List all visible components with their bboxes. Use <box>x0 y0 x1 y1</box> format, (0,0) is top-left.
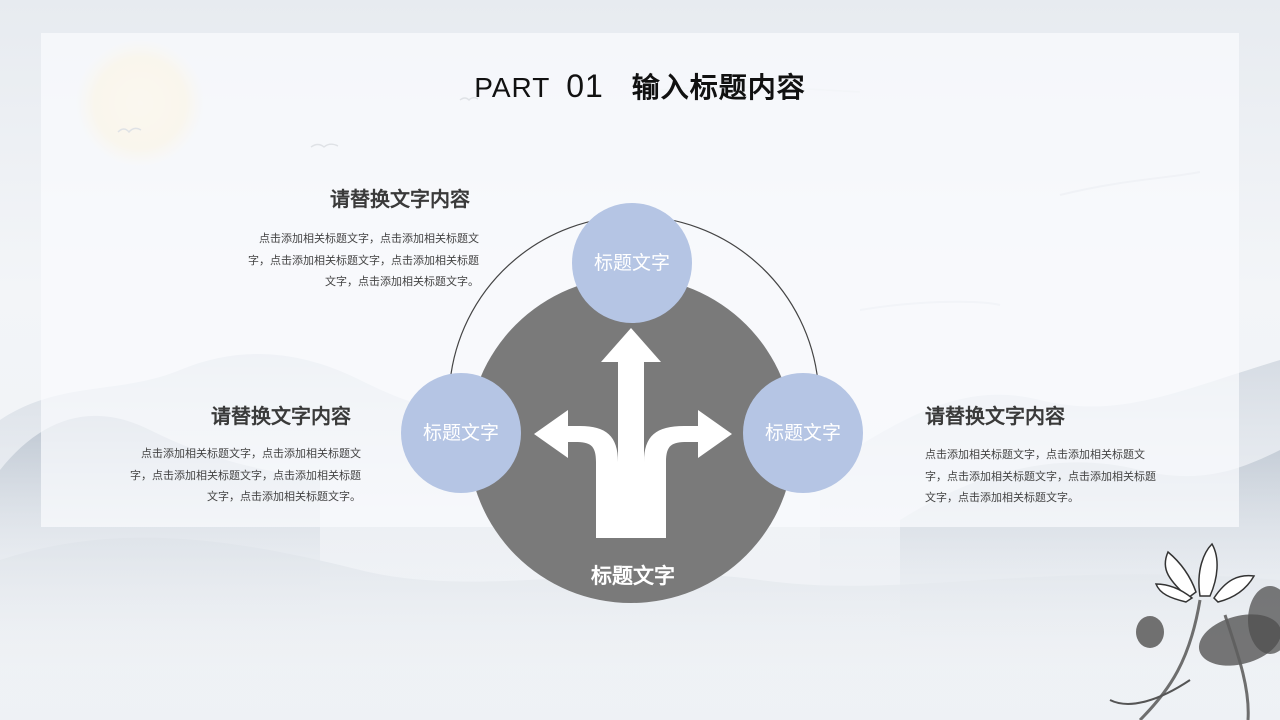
title-number: 01 <box>566 68 604 104</box>
circle-top-label: 标题文字 <box>593 252 670 274</box>
split-arrows-icon <box>534 328 732 538</box>
block-2-body: 点击添加相关标题文字，点击添加相关标题文字，点击添加相关标题文字，点击添加相关标… <box>130 447 361 503</box>
title-text: 输入标题内容 <box>631 71 806 104</box>
circle-left: 标题文字 <box>401 373 521 493</box>
page-title: PART 01 输入标题内容 <box>0 66 1280 106</box>
circle-right: 标题文字 <box>743 373 863 493</box>
circle-right-label: 标题文字 <box>764 422 841 444</box>
block-1-heading: 请替换文字内容 <box>330 187 470 211</box>
block-1-body: 点击添加相关标题文字，点击添加相关标题文字，点击添加相关标题文字，点击添加相关标… <box>248 232 479 288</box>
circle-top: 标题文字 <box>572 203 692 323</box>
lotus-icon <box>1109 542 1280 720</box>
block-3-heading: 请替换文字内容 <box>925 404 1065 428</box>
main-circle-label: 标题文字 <box>591 564 675 588</box>
title-part: PART <box>474 72 551 103</box>
circle-left-label: 标题文字 <box>422 422 499 444</box>
block-2-heading: 请替换文字内容 <box>211 404 351 428</box>
block-3-body: 点击添加相关标题文字，点击添加相关标题文字，点击添加相关标题文字，点击添加相关标… <box>925 448 1156 504</box>
